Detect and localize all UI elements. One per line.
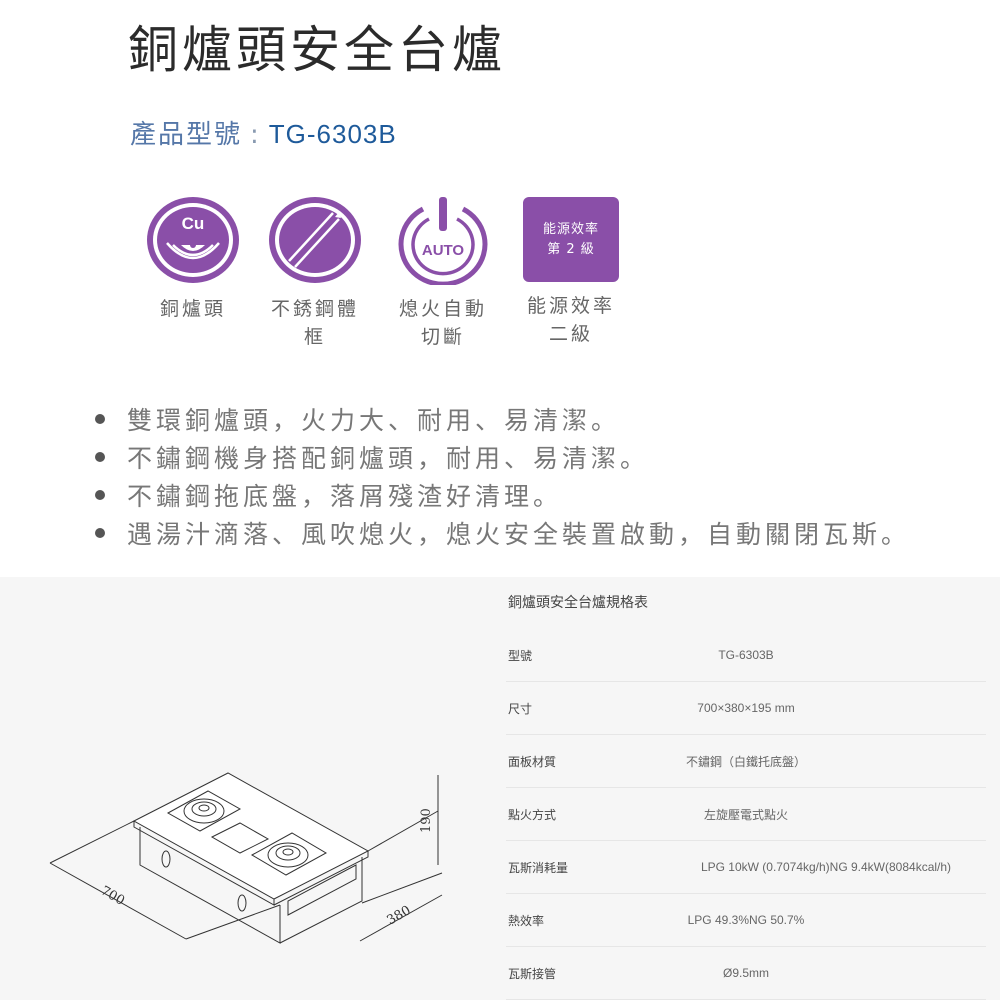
feature-caption: 不銹鋼體 框 [270,298,359,348]
list-item: 雙環銅爐頭，火力大、耐用、易清潔。 [95,400,995,438]
spec-value: LPG 10kW (0.7074kg/h)NG 9.4kW(8084kcal/h… [700,860,952,874]
table-row: 瓦斯接管 Ø9.5mm [506,947,986,1000]
spec-key: 面板材質 [508,754,557,769]
list-item: 不鏽鋼機身搭配銅爐頭，耐用、易清潔。 [95,438,995,476]
svg-text:AUTO: AUTO [422,242,465,259]
bullet-icon [95,414,105,424]
model-separator: : [250,120,261,150]
spec-value: Ø9.5mm [722,966,769,980]
feature-stainless-frame: 不銹鋼體 框 [260,195,370,351]
list-item: 遇湯汁滴落、風吹熄火，熄火安全裝置啟動，自動關閉瓦斯。 [95,514,995,552]
page-title: 銅爐頭安全台爐 [128,21,506,79]
table-row: 熱效率 LPG 49.3%NG 50.7% [506,894,986,947]
bullet-icon [95,452,105,462]
stove-dimension-drawing: 700 380 190 [49,772,443,944]
spec-key: 型號 [508,648,533,663]
spec-value: 不鏽鋼（白鐵托底盤） [685,754,806,769]
spec-value: 左旋壓電式點火 [703,807,788,822]
feature-bullet-list: 雙環銅爐頭，火力大、耐用、易清潔。 不鏽鋼機身搭配銅爐頭，耐用、易清潔。 不鏽鋼… [95,400,995,552]
model-value: TG-6303B [268,119,397,149]
spec-value: LPG 49.3%NG 50.7% [687,913,805,927]
svg-text:Cu: Cu [182,214,205,233]
spec-table: 銅爐頭安全台爐規格表 型號 TG-6303B 尺寸 700×380×195 mm… [506,577,986,1000]
product-model: 產品型號:TG-6303B [130,117,397,152]
stainless-frame-icon [269,197,361,283]
feature-copper-burner: Cu 銅爐頭 [138,195,248,323]
copper-burner-icon: Cu [147,197,239,283]
feature-icons: Cu 銅爐頭 不銹鋼體 框 AUTO [138,195,658,355]
svg-text:380: 380 [385,903,414,928]
bullet-icon [95,528,105,538]
spec-key: 瓦斯接管 [508,966,557,981]
list-item: 不鏽鋼拖底盤，落屑殘渣好清理。 [95,476,995,514]
spec-table-title: 銅爐頭安全台爐規格表 [508,595,648,611]
feature-energy-efficiency: 能源效率 第 2 級 能源效率 二級 [516,195,626,348]
svg-text:700: 700 [98,883,127,908]
auto-shutoff-icon: AUTO [398,197,488,285]
spec-section: 700 380 190 銅爐頭安全台爐規格表 型號 TG-6303B 尺寸 70… [0,577,1000,1000]
feature-caption: 熄火自動 切斷 [398,298,487,348]
feature-caption: 銅爐頭 [159,298,226,320]
spec-key: 瓦斯消耗量 [508,860,569,875]
spec-value: TG-6303B [718,648,774,662]
table-row: 瓦斯消耗量 LPG 10kW (0.7074kg/h)NG 9.4kW(8084… [506,841,986,894]
table-row: 型號 TG-6303B [506,629,986,682]
feature-caption: 能源效率 二級 [526,295,615,345]
energy-efficiency-badge: 能源效率 第 2 級 [523,197,619,282]
table-row: 尺寸 700×380×195 mm [506,682,986,735]
spec-key: 尺寸 [508,701,533,716]
spec-value: 700×380×195 mm [697,701,795,715]
svg-text:190: 190 [419,808,434,833]
spec-key: 熱效率 [508,913,545,928]
table-row: 點火方式 左旋壓電式點火 [506,788,986,841]
bullet-icon [95,490,105,500]
table-row: 面板材質 不鏽鋼（白鐵托底盤） [506,735,986,788]
feature-auto-shutoff: AUTO 熄火自動 切斷 [388,195,498,351]
model-label: 產品型號 [130,120,243,150]
spec-key: 點火方式 [508,807,557,822]
